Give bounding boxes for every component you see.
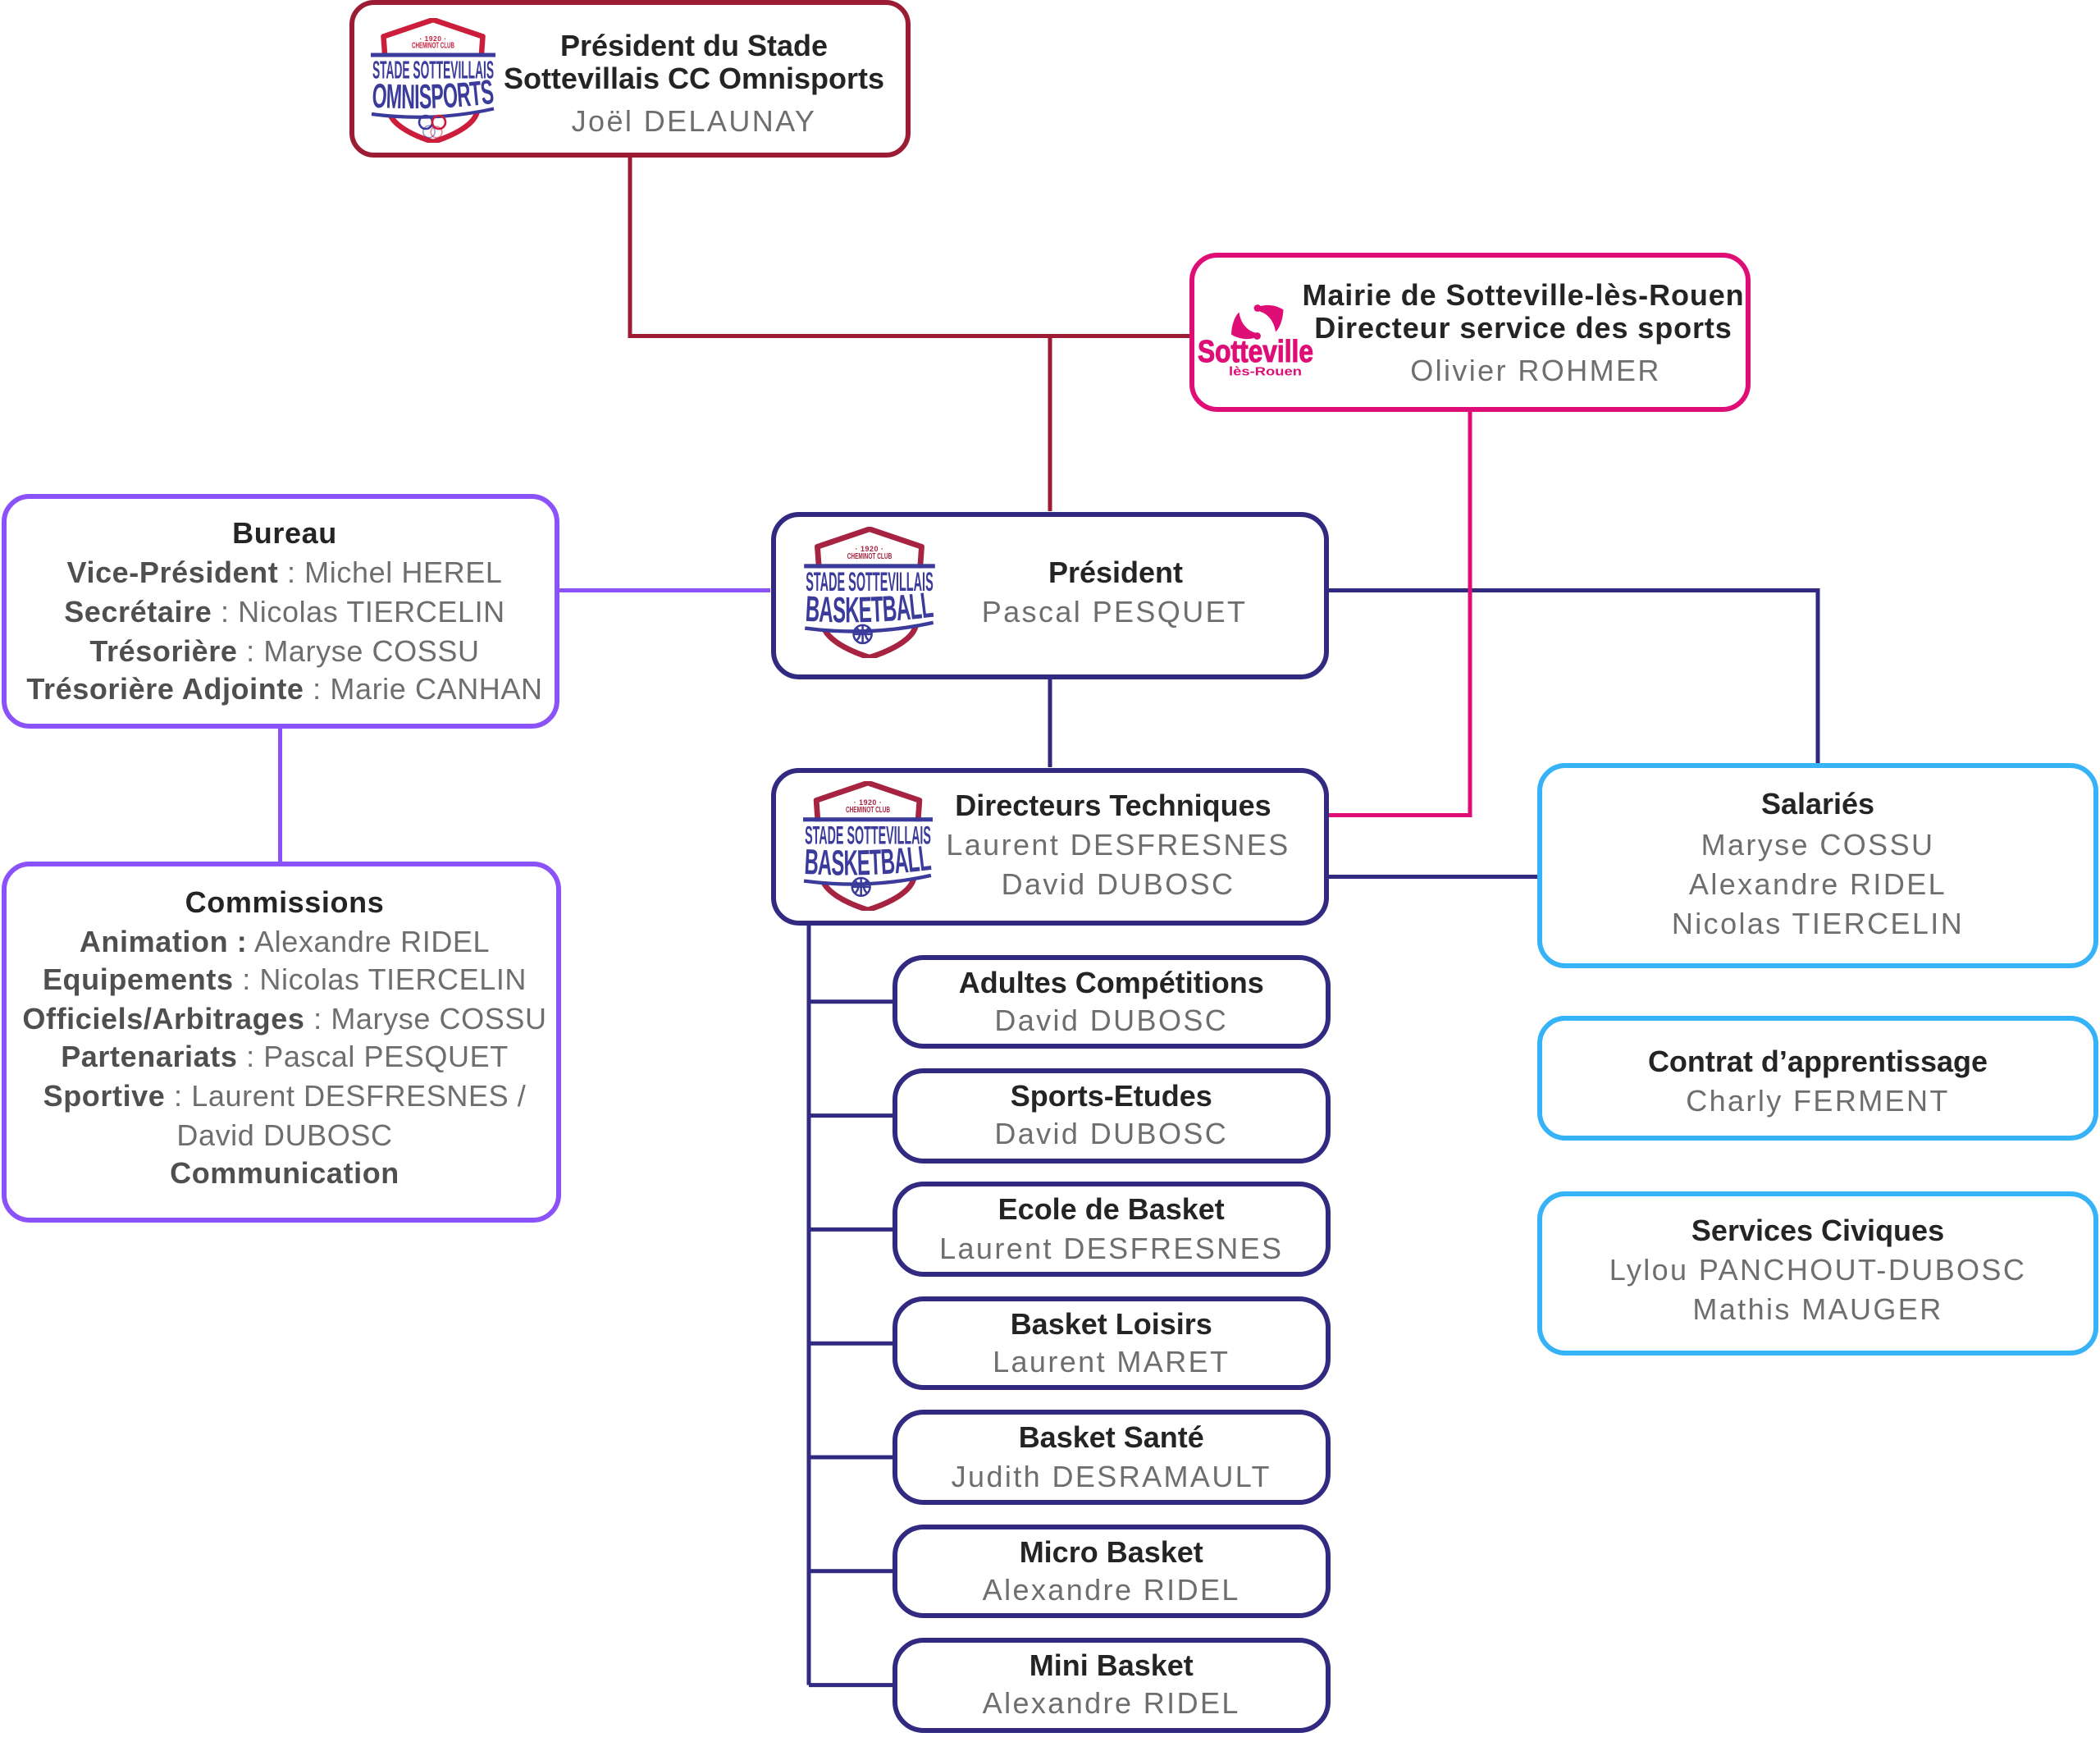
svg-text:OMNISPORTS: OMNISPORTS bbox=[372, 72, 495, 116]
svg-text:BASKETBALL: BASKETBALL bbox=[804, 584, 934, 630]
svg-text:BASKETBALL: BASKETBALL bbox=[803, 837, 933, 882]
svg-text:STADE SOTTEVILLAIS: STADE SOTTEVILLAIS bbox=[372, 57, 494, 85]
svg-text:lès-Rouen: lès-Rouen bbox=[1229, 365, 1302, 379]
svg-text:· 1920 ·: · 1920 · bbox=[855, 544, 883, 552]
svg-text:STADE SOTTEVILLAIS: STADE SOTTEVILLAIS bbox=[804, 819, 930, 848]
svg-text:· 1920 ·: · 1920 · bbox=[853, 798, 882, 806]
svg-text:Sotteville: Sotteville bbox=[1198, 335, 1313, 369]
svg-text:STADE SOTTEVILLAIS: STADE SOTTEVILLAIS bbox=[805, 566, 932, 596]
svg-text:CHEMINOT CLUB: CHEMINOT CLUB bbox=[845, 805, 889, 814]
svg-text:CHEMINOT CLUB: CHEMINOT CLUB bbox=[412, 42, 454, 51]
svg-text:· 1920 ·: · 1920 · bbox=[419, 34, 446, 43]
svg-text:CHEMINOT CLUB: CHEMINOT CLUB bbox=[847, 551, 892, 560]
